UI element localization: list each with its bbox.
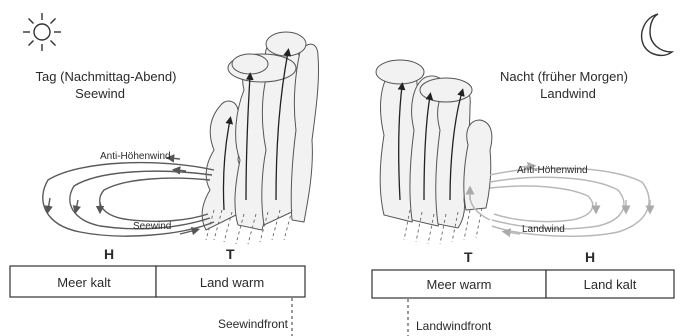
night-lower-label: Landwind bbox=[522, 224, 565, 235]
sun-icon bbox=[23, 13, 61, 51]
night-upper-label: Anti-Höhenwind bbox=[517, 165, 588, 176]
night-land-box-label: Land kalt bbox=[584, 277, 637, 292]
night-low-label: T bbox=[464, 249, 473, 265]
night-high-label: H bbox=[585, 249, 595, 265]
day-high-label: H bbox=[104, 246, 114, 262]
night-cloud-stack bbox=[376, 60, 492, 228]
day-title-line1: Tag (Nachmittag-Abend) bbox=[36, 69, 177, 84]
day-circulation-arrows bbox=[43, 158, 214, 236]
night-sea-box-label: Meer warm bbox=[426, 277, 491, 292]
night-title-line2: Landwind bbox=[540, 86, 596, 101]
day-lower-label: Seewind bbox=[133, 221, 171, 232]
day-panel: Tag (Nachmittag-Abend) Seewind bbox=[10, 13, 319, 336]
day-sea-box-label: Meer kalt bbox=[57, 275, 111, 290]
day-title-line2: Seewind bbox=[75, 86, 125, 101]
day-upper-label: Anti-Höhenwind bbox=[100, 151, 171, 162]
night-title-line1: Nacht (früher Morgen) bbox=[500, 69, 628, 84]
night-front-label: Landwindfront bbox=[416, 319, 492, 333]
night-panel: Nacht (früher Morgen) Landwind bbox=[372, 14, 674, 336]
moon-icon bbox=[642, 14, 672, 55]
day-front-label: Seewindfront bbox=[218, 317, 289, 331]
day-cloud-stack bbox=[202, 32, 318, 230]
day-land-box-label: Land warm bbox=[200, 275, 264, 290]
day-low-label: T bbox=[226, 246, 235, 262]
